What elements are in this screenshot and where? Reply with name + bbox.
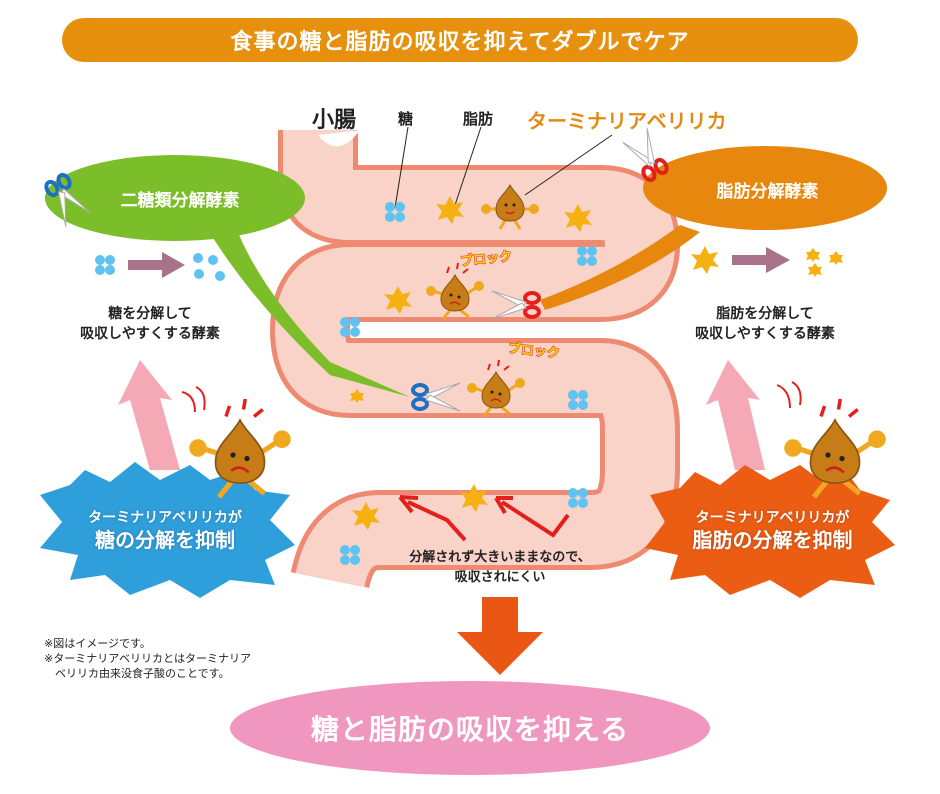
right-burst-text: ターミナリアベリリカが 脂肪の分解を抑制: [655, 510, 890, 553]
fat-molecule: [691, 246, 719, 274]
left-burst-line2: 糖の分解を抑制: [95, 527, 235, 552]
bottom-caption-line2: 吸収されにくい: [454, 570, 546, 585]
character-leader-line: [524, 134, 613, 196]
scissors-red-icon: [622, 128, 669, 183]
left-caption-line2: 吸収しやすくする酵素: [80, 326, 220, 342]
left-caption-line1: 糖を分解して: [108, 306, 192, 322]
result-ellipse: [230, 681, 710, 775]
right-enzyme-pointer: [540, 225, 700, 310]
pink-up-arrow: [118, 360, 180, 470]
intestine-label: 小腸: [312, 108, 357, 133]
left-enzyme-bubble: [45, 155, 305, 241]
pink-up-arrow: [706, 360, 765, 470]
red-arrow-right: [494, 496, 570, 538]
right-caption-line2: 吸収しやすくする酵素: [695, 326, 835, 342]
bottom-caption: 分解されず大きいままなので、 吸収されにくい: [375, 548, 625, 588]
note-line: ※図はイメージです。: [44, 637, 151, 650]
note-line: ※ターミナリアベリリカとはターミナリア: [44, 652, 251, 665]
right-caption-line1: 脂肪を分解して: [716, 306, 814, 322]
left-burst-text: ターミナリアベリリカが 糖の分解を抑制: [50, 510, 280, 553]
fat-leader-line: [454, 126, 482, 206]
page-title: 食事の糖と脂肪の吸収を抑えてダブルでケア: [62, 18, 858, 62]
right-burst-badge: [645, 465, 895, 598]
legend-fat-label: 脂肪: [463, 110, 494, 128]
left-enzyme-title: 二糖類分解酵素: [120, 191, 240, 211]
right-enzyme-caption: 脂肪を分解して 吸収しやすくする酵素: [655, 304, 875, 344]
left-burst-line1: ターミナリアベリリカが: [88, 510, 242, 526]
right-burst-line2: 脂肪の分解を抑制: [692, 527, 853, 552]
left-enzyme-caption: 糖を分解して 吸収しやすくする酵素: [40, 304, 260, 344]
left-enzyme-pointer: [205, 225, 410, 397]
sugar-molecule: [95, 255, 115, 275]
right-enzyme-title: 脂肪分解酵素: [716, 182, 819, 202]
note-line: ベリリカ由来没食子酸のことです。: [44, 667, 230, 680]
red-arrow-left: [398, 495, 467, 542]
right-burst-line1: ターミナリアベリリカが: [695, 510, 850, 526]
result-text: 糖と脂肪の吸収を抑える: [310, 713, 630, 746]
sugar-broken-molecule: [193, 253, 225, 281]
legend-character-label: ターミナリアベリリカ: [527, 109, 727, 133]
conversion-arrow: [732, 247, 790, 273]
fat-broken-molecule: [829, 251, 843, 265]
legend-sugar-label: 糖: [398, 110, 414, 128]
fat-broken-molecule: [806, 248, 820, 262]
right-enzyme-bubble: [643, 146, 887, 230]
small-intestine: [270, 130, 680, 590]
footnotes: ※図はイメージです。 ※ターミナリアベリリカとはターミナリア ベリリカ由来没食子…: [44, 636, 251, 681]
fat-broken-molecule: [808, 263, 822, 277]
conversion-arrow: [128, 252, 185, 278]
left-burst-badge: [40, 462, 295, 598]
bottom-caption-line1: 分解されず大きいままなので、: [409, 550, 591, 565]
down-arrow: [457, 597, 543, 675]
sugar-leader-line: [394, 126, 409, 209]
